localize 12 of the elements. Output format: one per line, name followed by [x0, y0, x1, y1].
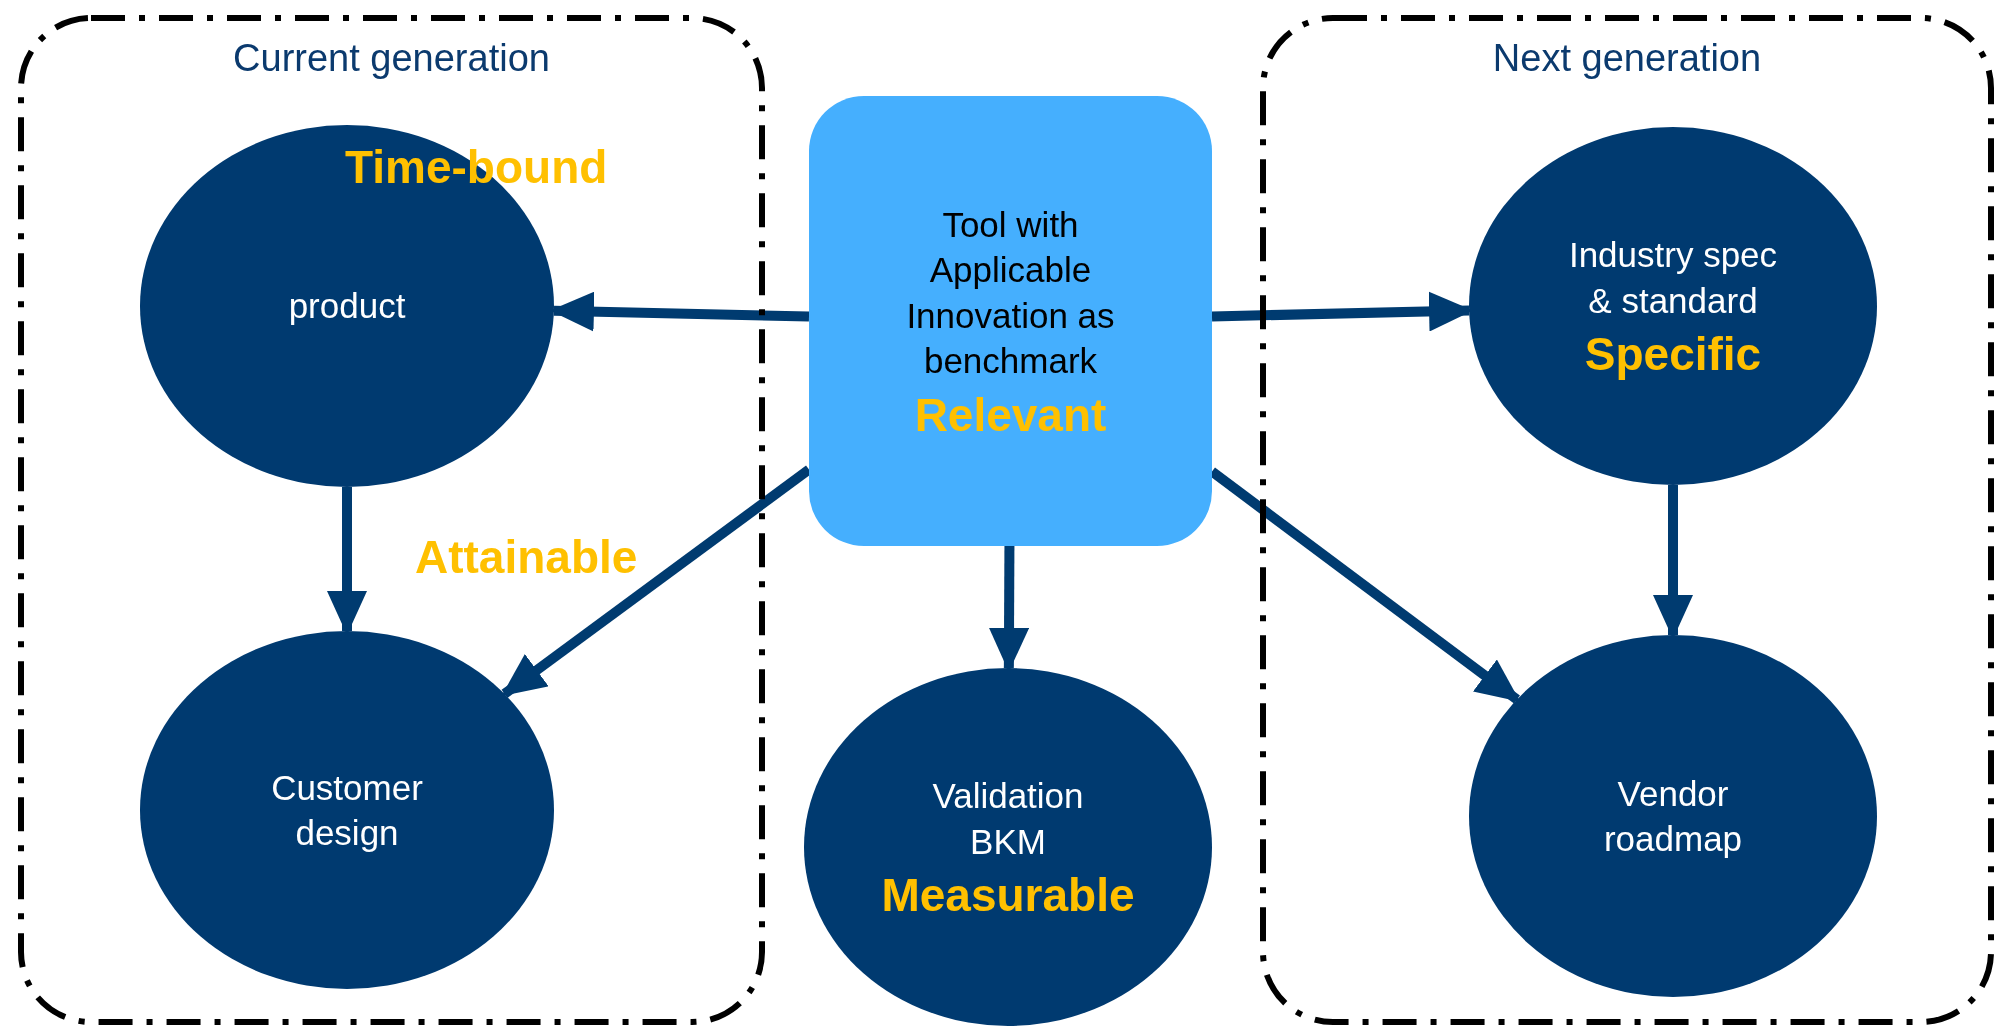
- group-heading: Next generation: [1491, 37, 1763, 80]
- node-label: Vendor roadmap: [1602, 772, 1744, 860]
- criterion-label: Specific: [1584, 329, 1762, 380]
- node-label: Tool with Applicable Innovation as benchmark: [905, 203, 1116, 383]
- node-label: product: [288, 285, 406, 328]
- node-label: Validation BKM: [931, 775, 1085, 863]
- criterion-label: Relevant: [914, 389, 1107, 441]
- group-heading: Current generation: [232, 37, 551, 80]
- criterion-label: Measurable: [881, 870, 1135, 921]
- node-label: Customer design: [270, 766, 424, 854]
- node-label: Industry spec & standard: [1567, 234, 1779, 322]
- criterion-label: Attainable: [415, 530, 638, 584]
